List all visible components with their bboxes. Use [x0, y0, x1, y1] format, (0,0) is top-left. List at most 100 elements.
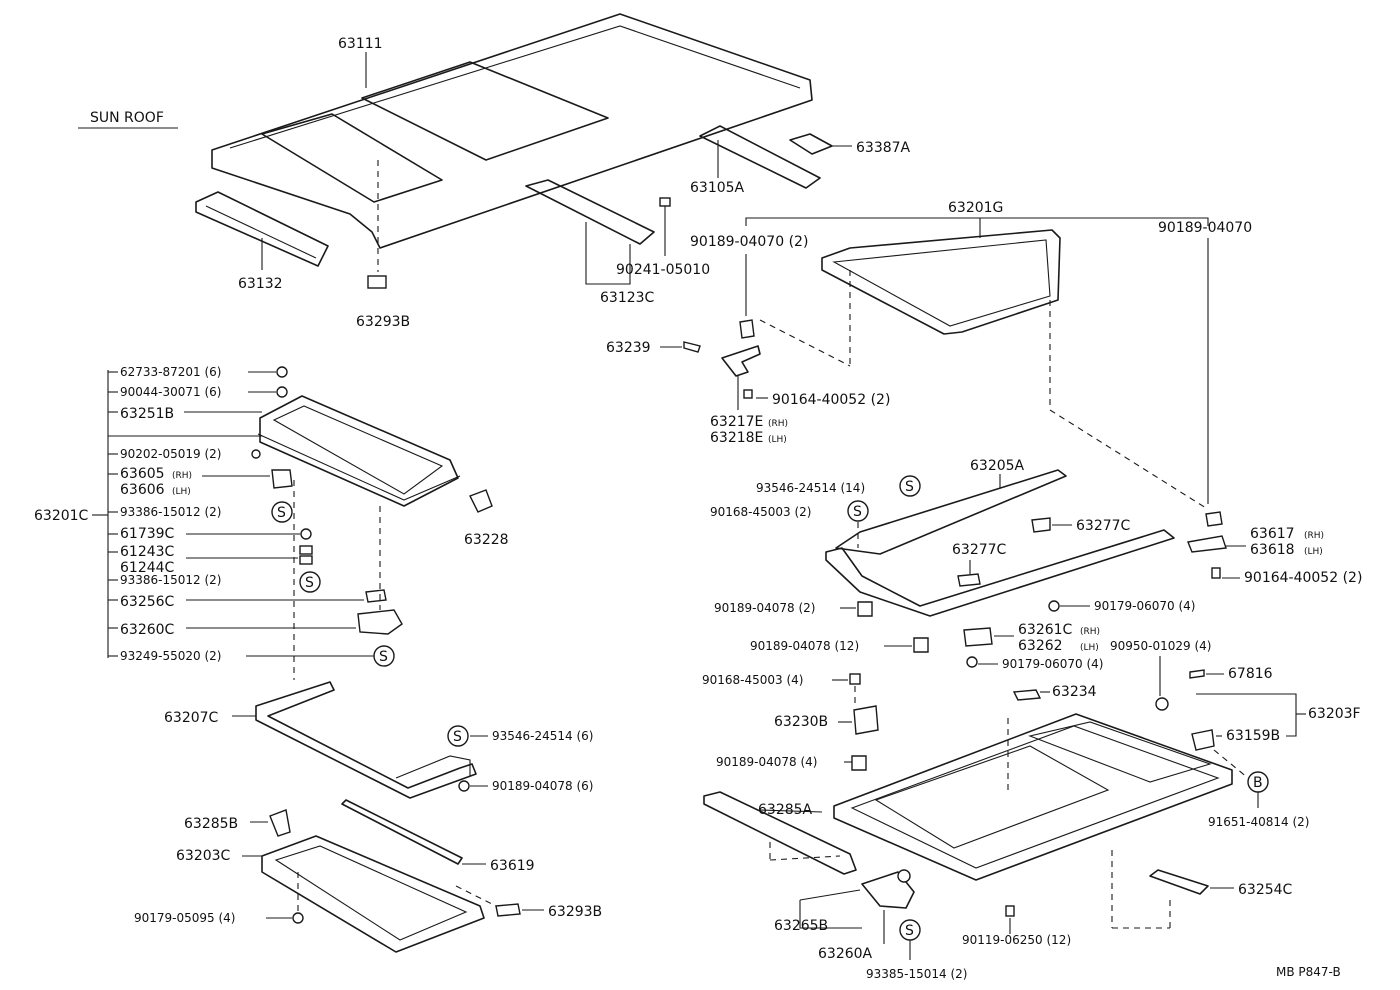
- label-bolt-90164-right: 90164-40052 (2): [1244, 570, 1362, 586]
- hinge-bracket-drawing: [721, 345, 761, 377]
- label-seal-63617: 63617: [1250, 526, 1295, 542]
- label-motor-63260a: 63260A: [818, 946, 873, 962]
- bracket-63387a-drawing: [789, 133, 833, 155]
- label-clip-63277c-mid: 63277C: [952, 542, 1007, 558]
- label-nut-90189-04078-12: 90189-04078 (12): [750, 639, 859, 653]
- label-lp-63293b: 63293B: [548, 904, 602, 920]
- sun-roof-title: SUN ROOF: [90, 110, 164, 126]
- guide-block-drawing: [963, 627, 993, 647]
- part-63285b-drawing: [269, 809, 291, 837]
- part-63228-drawing: [469, 489, 493, 513]
- label-bracket-63387a: 63387A: [856, 140, 911, 156]
- svg-text:S: S: [277, 505, 286, 521]
- trim-63285a-drawing: [703, 791, 857, 875]
- svg-text:(LH): (LH): [1080, 643, 1099, 653]
- label-side-rail: 63123C: [600, 290, 655, 306]
- label-glass-assy: 63201G: [948, 200, 1003, 216]
- drive-cable-drawing: [1149, 869, 1209, 895]
- svg-text:(RH): (RH): [1080, 627, 1100, 637]
- label-bracket-lh-suffix: (LH): [768, 435, 787, 445]
- label-lp-63285b: 63285B: [184, 816, 238, 832]
- svg-text:S: S: [853, 504, 862, 520]
- svg-text:(RH): (RH): [172, 471, 192, 481]
- rear-rail-drawing: [699, 125, 821, 189]
- guide-frame-drawing: [825, 529, 1175, 617]
- svg-text:63606: 63606: [120, 482, 165, 498]
- bracket-63159b-drawing: [1191, 729, 1215, 751]
- housing-63203c-drawing: [261, 835, 485, 953]
- part-63239-drawing: [683, 341, 701, 353]
- label-screw-90241: 90241-05010: [616, 262, 710, 278]
- frame-63207c-drawing: [255, 681, 477, 799]
- svg-text:(LH): (LH): [172, 487, 191, 497]
- label-bracket-63159b: 63159B: [1226, 728, 1280, 744]
- label-nut-90179-4a: 90179-06070 (4): [1094, 599, 1196, 613]
- label-seal-63618: 63618: [1250, 542, 1295, 558]
- clip-top-drawing: [1031, 517, 1051, 533]
- label-nut-90179-4b: 90179-06070 (4): [1002, 657, 1104, 671]
- label-lp-63619: 63619: [490, 858, 535, 874]
- label-screw-91651: 91651-40814 (2): [1208, 815, 1310, 829]
- label-drive-63254c: 63254C: [1238, 882, 1293, 898]
- label-guide-63261c: 63261C: [1018, 622, 1073, 638]
- side-rail-drawing: [525, 179, 655, 245]
- label-bracket-63230b: 63230B: [774, 714, 828, 730]
- lp-motor-drawing: [357, 609, 403, 635]
- label-lp-90179-05095: 90179-05095 (4): [134, 911, 236, 925]
- svg-text:S: S: [453, 729, 462, 745]
- label-bracket-lh: 63218E: [710, 430, 763, 446]
- s-symbol: [899, 475, 921, 497]
- label-screw-93385: 93385-15014 (2): [866, 967, 968, 981]
- svg-text:S: S: [379, 649, 388, 665]
- screw-drawing: [659, 197, 671, 207]
- svg-text:(LH): (LH): [1304, 547, 1323, 557]
- front-rail-drawing: [195, 191, 329, 267]
- svg-text:S: S: [305, 575, 314, 591]
- label-screw-93546-14: 93546-24514 (14): [756, 481, 865, 495]
- left-parts-list: 63201C 62733-87201 (6) 90044-30071 (6) 6…: [34, 365, 403, 667]
- label-lp-90189-6: 90189-04078 (6): [492, 779, 594, 793]
- svg-text:61244C: 61244C: [120, 560, 175, 576]
- label-clip-90950: 90950-01029 (4): [1110, 639, 1212, 653]
- svg-text:63605: 63605: [120, 466, 165, 482]
- seal-strip-drawing: [341, 799, 463, 865]
- seal-drawing: [1187, 535, 1227, 553]
- label-clip-63277c-top: 63277C: [1076, 518, 1131, 534]
- label-lp-93546-6: 93546-24514 (6): [492, 729, 594, 743]
- s-symbol-text: S: [905, 479, 914, 495]
- nut-drawing: [739, 319, 755, 339]
- svg-text:61243C: 61243C: [120, 544, 175, 560]
- label-nut-90189-04078-2: 90189-04078 (2): [714, 601, 816, 615]
- label-nut-90189-right: 90189-04070: [1158, 220, 1252, 236]
- label-screw-90168-4: 90168-45003 (4): [702, 673, 804, 687]
- svg-text:62733-87201 (6): 62733-87201 (6): [120, 365, 222, 379]
- svg-text:63260C: 63260C: [120, 622, 175, 638]
- label-bracket-rh-suffix: (RH): [768, 419, 788, 429]
- label-frame-63203f: 63203F: [1308, 706, 1361, 722]
- svg-text:(RH): (RH): [1304, 531, 1324, 541]
- label-bolt-90119: 90119-06250 (12): [962, 933, 1071, 947]
- label-bracket-rh: 63217E: [710, 414, 763, 430]
- label-lp-63207c: 63207C: [164, 710, 219, 726]
- label-guide-63262: 63262: [1018, 638, 1063, 654]
- label-screw-90168-2: 90168-45003 (2): [710, 505, 812, 519]
- glass-panel-drawing: [821, 229, 1061, 335]
- label-bolt-90164-2: 90164-40052 (2): [772, 392, 890, 408]
- label-rear-rail: 63105A: [690, 180, 745, 196]
- label-nut-90189-2: 90189-04070 (2): [690, 234, 808, 250]
- label-front-rail: 63132: [238, 276, 283, 292]
- svg-text:S: S: [905, 923, 914, 939]
- diagram-code: MB P847-B: [1276, 965, 1341, 979]
- label-part-67816: 67816: [1228, 666, 1273, 682]
- guide-rail-drawing: [835, 469, 1067, 555]
- svg-text:B: B: [1253, 775, 1263, 791]
- svg-text:93386-15012 (2): 93386-15012 (2): [120, 573, 222, 587]
- label-lp-63228: 63228: [464, 532, 509, 548]
- svg-text:93386-15012 (2): 93386-15012 (2): [120, 505, 222, 519]
- glass-with-seal-drawing: [259, 395, 459, 507]
- svg-text:63256C: 63256C: [120, 594, 175, 610]
- label-part-63239: 63239: [606, 340, 651, 356]
- label-gear-63265b: 63265B: [774, 918, 828, 934]
- roof-panel-drawing: [211, 13, 813, 249]
